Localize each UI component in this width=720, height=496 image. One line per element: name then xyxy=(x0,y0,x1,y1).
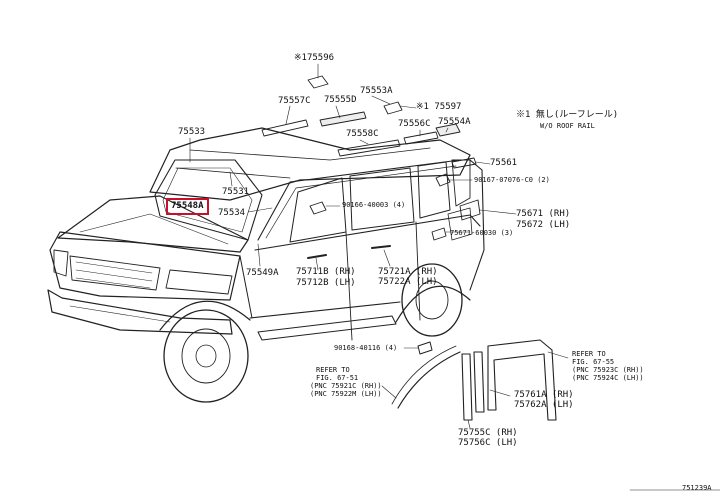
label-175597: ※1 75597 xyxy=(416,102,462,112)
refer-right-line3: (PNC 75923C (RH)) xyxy=(572,366,644,374)
label-75556c: 75556C xyxy=(398,119,431,129)
label-75557c: 75557C xyxy=(278,96,311,106)
refer-right-line4: (PNC 75924C (LH)) xyxy=(572,374,644,382)
label-75671-60030: 75671-60030 (3) xyxy=(450,229,514,237)
label-90166-40003: 90166-40003 (4) xyxy=(342,201,406,209)
label-75558c: 75558C xyxy=(346,129,379,139)
refer-right-line1: REFER TO xyxy=(572,350,606,358)
label-75712b-lh: 75712B (LH) xyxy=(296,278,356,288)
leader-lines xyxy=(189,63,569,429)
label-90167-07076-c0: 90167-07076-C0 (2) xyxy=(474,176,550,184)
label-75533: 75533 xyxy=(178,127,206,137)
label-75555d: 75555D xyxy=(324,95,357,105)
label-75756c-lh: 75756C (LH) xyxy=(458,438,518,448)
label-75549a: 75549A xyxy=(246,268,279,278)
refer-left-line1: REFER TO xyxy=(316,366,350,374)
label-75722a-lh: 75722A (LH) xyxy=(378,277,438,287)
label-90168-40116: 90168-40116 (4) xyxy=(334,344,398,352)
note-without-roof-rail-en: W/O ROOF RAIL xyxy=(540,122,595,130)
label-75554a: 75554A xyxy=(438,117,471,127)
label-75531: 75531 xyxy=(222,187,250,197)
refer-right-line2: FIG. 67-55 xyxy=(572,358,615,366)
label-75548a-highlighted: 75548A xyxy=(166,198,209,215)
refer-left-line3: (PNC 75921C (RH)) xyxy=(310,382,382,390)
label-75755c-rh: 75755C (RH) xyxy=(458,428,518,438)
label-75711b-rh: 75711B (RH) xyxy=(296,267,356,277)
label-75561: 75561 xyxy=(490,158,518,168)
roof-molding-parts xyxy=(261,75,481,241)
label-75721a-rh: 75721A (RH) xyxy=(378,267,438,277)
label-75534: 75534 xyxy=(218,208,246,218)
label-175596: ※175596 xyxy=(294,53,335,63)
label-75671-rh: 75671 (RH) xyxy=(516,209,571,219)
vehicle-body xyxy=(47,127,485,403)
label-75762a-lh: 75762A (LH) xyxy=(514,400,574,410)
note-without-roof-rail-ja: ※1 無し(ルーフレール) xyxy=(516,110,619,120)
label-75761a-rh: 75761A (RH) xyxy=(514,390,574,400)
label-75553a: 75553A xyxy=(360,86,393,96)
refer-left-line4: (PNC 75922M (LH)) xyxy=(310,390,382,398)
label-75672-lh: 75672 (LH) xyxy=(516,220,571,230)
door-frame-parts xyxy=(391,339,557,421)
figure-id: 751239A xyxy=(682,484,712,492)
refer-left-line2: FIG. 67-51 xyxy=(316,374,359,382)
